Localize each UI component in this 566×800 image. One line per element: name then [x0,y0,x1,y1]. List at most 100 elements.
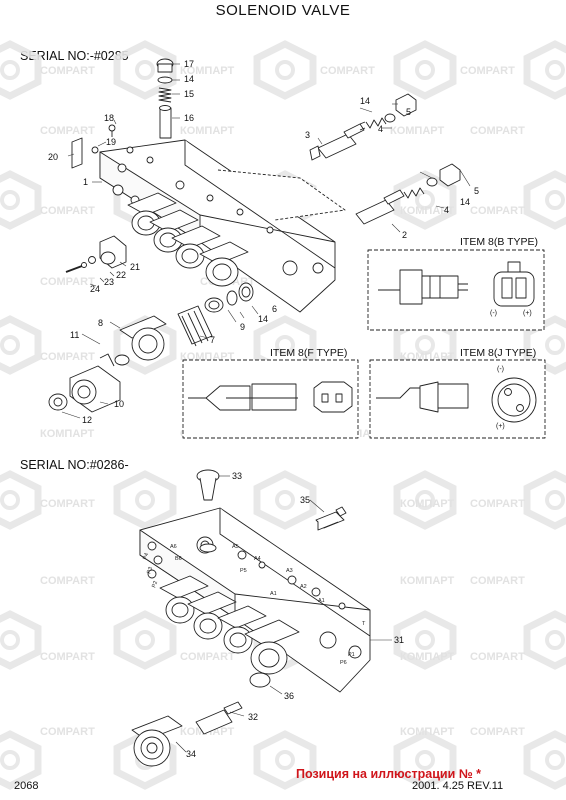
plug-assembly-17 [91,58,174,154]
svg-text:COMPART: COMPART [470,125,525,137]
svg-text:COMPART: COMPART [320,65,375,77]
callout-5a: 5 [406,107,411,117]
page-number: 2068 [14,780,39,792]
svg-text:COMPART: COMPART [40,65,95,77]
serial-label-top: SERIAL NO:-#0285 [20,49,129,63]
callout-2: 2 [402,230,407,240]
svg-text:COMPART: COMPART [40,125,95,137]
svg-text:A4: A4 [254,556,261,562]
callout-16: 16 [184,113,194,123]
item-f-type-title: ITEM 8(F TYPE) [270,347,348,359]
callout-14c: 14 [460,197,470,207]
callout-31: 31 [394,635,404,645]
svg-text:B6: B6 [175,556,182,562]
svg-text:КОМПАРТ: КОМПАРТ [400,726,454,738]
callout-14b: 14 [360,96,370,106]
callout-20: 20 [48,152,58,162]
svg-text:КОМПАРТ: КОМПАРТ [400,498,454,510]
callout-7: 7 [210,335,215,345]
svg-text:P2: P2 [151,580,159,588]
valve-block-top [99,139,346,313]
cartridge-35 [315,506,347,531]
callout-14d: 14 [258,314,268,324]
callout-9: 9 [240,322,245,332]
callout-23: 23 [104,277,114,287]
callout-21: 21 [130,262,140,272]
callout-24: 24 [90,284,100,294]
svg-text:COMPART: COMPART [470,651,525,663]
callout-35: 35 [300,495,310,505]
cartridge-valve-3 [309,93,417,161]
item-j-type-minus: (-) [497,366,504,373]
svg-text:COMPART: COMPART [460,65,515,77]
callout-1: 1 [83,177,88,187]
callout-12: 12 [82,415,92,425]
callout-6: 6 [272,304,277,314]
svg-text:A1: A1 [270,591,277,597]
svg-text:КОМПАРТ: КОМПАРТ [180,65,234,77]
item-j-type-box [369,359,546,439]
svg-text:COMPART: COMPART [470,498,525,510]
cartridge-valve-2 [355,163,461,225]
port-labels: P4 P3 P2 A6 B6 A5 A4 P5 A3 A2 A1 T P1 P6… [142,544,366,666]
svg-text:A1: A1 [318,598,325,604]
svg-text:A6: A6 [170,544,177,550]
callout-19: 19 [106,137,116,147]
callouts-top: 17 14 15 16 18 19 20 1 14 5 3 4 14 5 4 2… [48,59,479,425]
item-b-type-box [367,249,545,331]
item-b-type-minus: (-) [490,310,497,317]
leader-lines-bottom [175,475,392,753]
svg-text:КОМПАРТ: КОМПАРТ [400,575,454,587]
callout-14a: 14 [184,74,194,84]
item-j-type-title: ITEM 8(J TYPE) [460,347,537,359]
callout-17: 17 [184,59,194,69]
item-b-type-plus: (+) [523,310,532,317]
svg-text:P4: P4 [142,552,150,560]
svg-text:КОМПАРТ: КОМПАРТ [180,125,234,137]
callout-18: 18 [104,113,114,123]
svg-text:COMPART: COMPART [40,726,95,738]
svg-text:P3: P3 [146,566,154,574]
svg-text:COMPART: COMPART [470,726,525,738]
svg-text:A3: A3 [286,568,293,574]
svg-text:КОМПАРТ: КОМПАРТ [400,651,454,663]
callout-5b: 5 [474,186,479,196]
callout-33: 33 [232,471,242,481]
callout-4b: 4 [444,205,449,215]
svg-text:P1: P1 [348,652,355,658]
svg-text:COMPART: COMPART [40,205,95,217]
svg-text:COMPART: COMPART [40,498,95,510]
svg-text:T: T [362,621,366,627]
callout-3: 3 [305,130,310,140]
svg-text:COMPART: COMPART [470,205,525,217]
svg-text:COMPART: COMPART [40,575,95,587]
page-title: SOLENOID VALVE [215,2,351,19]
callout-36: 36 [284,691,294,701]
svg-text:КОМПАРТ: КОМПАРТ [40,428,94,440]
item-j-type-plus: (+) [496,423,505,430]
serial-label-bottom: SERIAL NO:#0286- [20,458,129,472]
filter-7 [177,282,254,347]
item-b-type-title: ITEM 8(B TYPE) [460,236,538,248]
callouts-bottom: 33 35 31 36 32 34 [186,471,404,759]
svg-text:A5: A5 [232,544,239,550]
callout-11: 11 [70,330,79,340]
callout-22: 22 [116,270,126,280]
svg-text:COMPART: COMPART [470,575,525,587]
callout-4a: 4 [378,124,383,134]
plug-33 [196,469,220,553]
svg-text:КОМПАРТ: КОМПАРТ [390,125,444,137]
callout-8: 8 [98,318,103,328]
svg-text:A2: A2 [300,584,307,590]
revision-label: 2001. 4.25 REV.11 [412,780,504,792]
illustration-note: Позиция на иллюстрации № * [296,767,481,781]
relief-valve-21 [65,235,127,273]
svg-text:COMPART: COMPART [40,651,95,663]
svg-text:КОМПАРТ: КОМПАРТ [400,205,454,217]
callout-32: 32 [248,712,258,722]
callout-15: 15 [184,89,194,99]
svg-text:COMPART: COMPART [40,351,95,363]
leader-lines-top [61,63,471,419]
svg-text:P5: P5 [240,568,247,574]
